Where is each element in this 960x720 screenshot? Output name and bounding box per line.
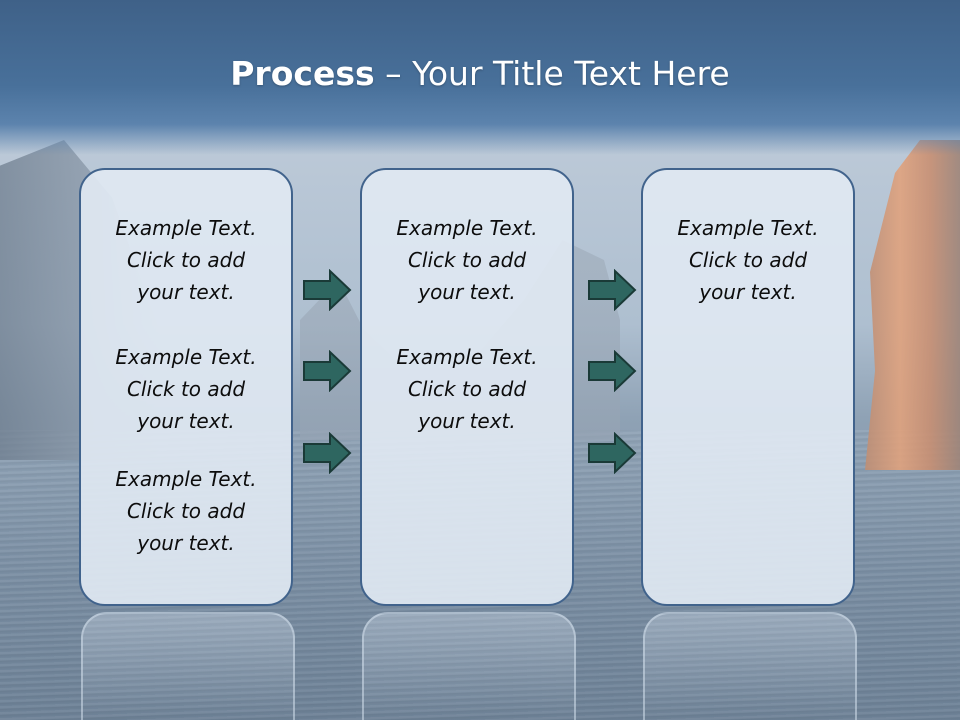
text-block[interactable]: Example Text. Click to add your text. (362, 212, 572, 308)
text-block[interactable]: Example Text. Click to add your text. (81, 463, 291, 559)
process-box-3[interactable]: Example Text. Click to add your text. (641, 168, 855, 606)
text-line: Click to add (126, 499, 246, 523)
right-arrow-icon (588, 269, 637, 311)
text-line: Click to add (407, 377, 527, 401)
right-arrow-icon (588, 432, 637, 474)
text-line: Example Text. (115, 216, 257, 240)
text-line: your text. (699, 280, 797, 304)
text-line: Example Text. (115, 345, 257, 369)
title-bold: Process (230, 54, 375, 93)
slide-title[interactable]: Process – Your Title Text Here (0, 54, 960, 93)
box-reflection-1 (81, 612, 295, 720)
title-bar (0, 0, 960, 155)
title-rest: – Your Title Text Here (374, 54, 730, 93)
process-box-1[interactable]: Example Text. Click to add your text. Ex… (79, 168, 293, 606)
box-reflection-3 (643, 612, 857, 720)
text-line: your text. (418, 409, 516, 433)
box-reflection-2 (362, 612, 576, 720)
rock-right (865, 140, 960, 470)
text-block[interactable]: Example Text. Click to add your text. (643, 212, 853, 308)
text-line: Example Text. (396, 216, 538, 240)
text-line: Click to add (126, 248, 246, 272)
text-line: Click to add (126, 377, 246, 401)
text-line: your text. (137, 531, 235, 555)
text-line: Example Text. (396, 345, 538, 369)
text-line: Example Text. (677, 216, 819, 240)
text-line: Click to add (688, 248, 808, 272)
right-arrow-icon (303, 432, 352, 474)
text-line: Example Text. (115, 467, 257, 491)
right-arrow-icon (303, 350, 352, 392)
text-line: your text. (137, 409, 235, 433)
text-block[interactable]: Example Text. Click to add your text. (81, 341, 291, 437)
right-arrow-icon (588, 350, 637, 392)
text-line: Click to add (407, 248, 527, 272)
text-block[interactable]: Example Text. Click to add your text. (362, 341, 572, 437)
process-box-2[interactable]: Example Text. Click to add your text. Ex… (360, 168, 574, 606)
text-block[interactable]: Example Text. Click to add your text. (81, 212, 291, 308)
text-line: your text. (137, 280, 235, 304)
right-arrow-icon (303, 269, 352, 311)
text-line: your text. (418, 280, 516, 304)
